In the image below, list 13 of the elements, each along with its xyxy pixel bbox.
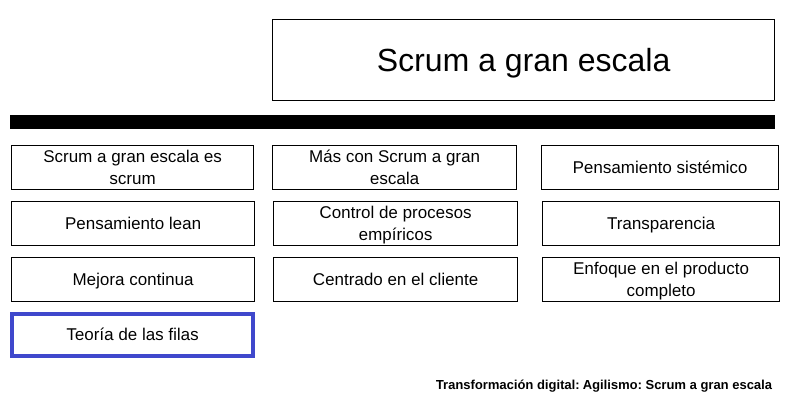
concept-box: Mejora continua [11, 257, 255, 302]
concept-box: Control de procesos empíricos [273, 201, 518, 246]
concept-box: Scrum a gran escala es scrum [11, 145, 254, 190]
highlighted-box: Teoría de las filas [10, 312, 255, 358]
concept-box: Pensamiento lean [11, 201, 255, 246]
divider-bar [10, 115, 775, 129]
concept-box: Más con Scrum a gran escala [272, 145, 517, 190]
concept-box: Transparencia [542, 201, 780, 246]
concept-box: Enfoque en el producto completo [542, 257, 780, 302]
concept-box: Centrado en el cliente [273, 257, 518, 302]
concept-box: Pensamiento sistémico [541, 145, 779, 190]
title-box: Scrum a gran escala [272, 19, 775, 101]
caption: Transformación digital: Agilismo: Scrum a gran escala [436, 377, 772, 392]
